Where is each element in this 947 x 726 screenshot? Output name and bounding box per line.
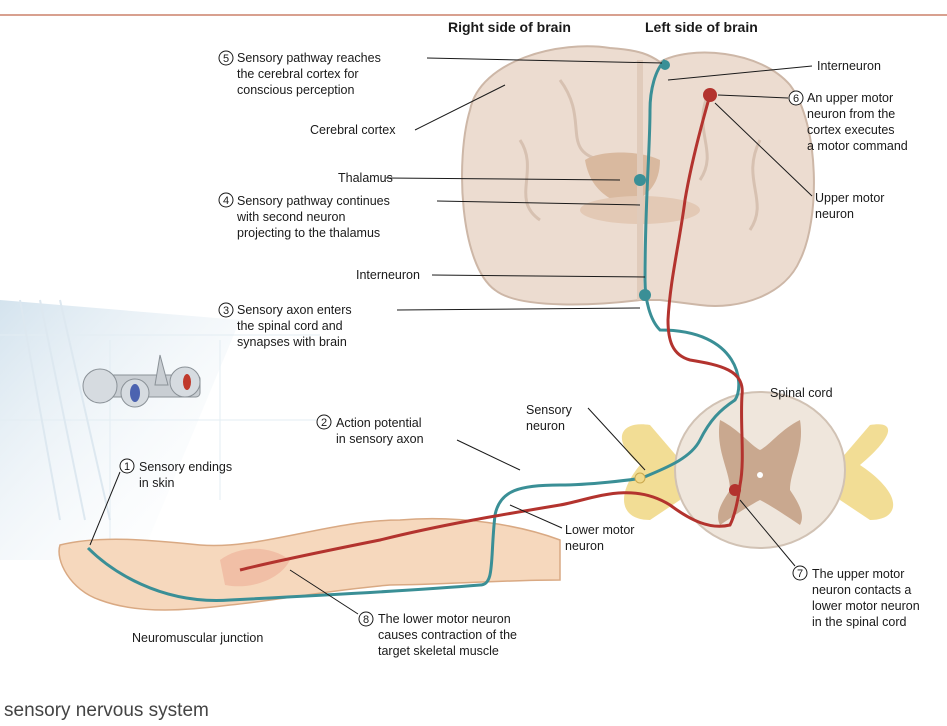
step-7-number: 7 [797,568,803,580]
header-right-side-of-brain: Right side of brain [448,19,571,35]
step-7-line-4: in the spinal cord [812,615,907,629]
sensory-pathway-diagram: Right side of brain Left side of brain 5… [0,0,947,690]
label-neuromuscular-junction: Neuromuscular junction [132,631,263,645]
step-6-number: 6 [793,93,799,105]
label-lower-motor-neuron-1: Lower motor [565,523,634,537]
step-1-line-1: Sensory endings [139,460,232,474]
label-cerebral-cortex: Cerebral cortex [310,123,396,137]
step-6-line-2: neuron from the [807,107,895,121]
step-6-line-4: a motor command [807,139,908,153]
step-1-line-2: in skin [139,476,174,490]
step-4-number: 4 [223,195,229,207]
step-6-line-3: cortex executes [807,123,895,137]
step-3-line-3: synapses with brain [237,335,347,349]
label-upper-motor-neuron-2: neuron [815,207,854,221]
label-interneuron-cortex: Interneuron [817,59,881,73]
callout-step-2: 2 Action potential in sensory axon [317,415,520,470]
step-7-line-2: neuron contacts a [812,583,911,597]
callout-step-3: 3 Sensory axon enters the spinal cord an… [219,303,640,349]
label-spinal-cord: Spinal cord [770,386,833,400]
step-2-line-2: in sensory axon [336,432,424,446]
label-sensory-neuron-2: neuron [526,419,565,433]
step-2-number: 2 [321,417,327,429]
step-4-line-1: Sensory pathway continues [237,194,390,208]
step-7-line-3: lower motor neuron [812,599,920,613]
step-3-line-2: the spinal cord and [237,319,343,333]
step-5-line-2: the cerebral cortex for [237,67,359,81]
label-lower-motor-neuron-2: neuron [565,539,604,553]
step-8-line-1: The lower motor neuron [378,612,511,626]
step-5-line-1: Sensory pathway reaches [237,51,381,65]
step-3-line-1: Sensory axon enters [237,303,352,317]
step-6-line-1: An upper motor [807,91,893,105]
step-8-line-3: target skeletal muscle [378,644,499,658]
label-thalamus: Thalamus [338,171,393,185]
step-8-line-2: causes contraction of the [378,628,517,642]
step-5-line-3: conscious perception [237,83,354,97]
step-8-number: 8 [363,614,369,626]
label-sensory-neuron-1: Sensory [526,403,573,417]
step-4-line-3: projecting to the thalamus [237,226,380,240]
step-5-number: 5 [223,53,229,65]
step-7-line-1: The upper motor [812,567,904,581]
header-left-side-of-brain: Left side of brain [645,19,758,35]
step-2-line-1: Action potential [336,416,421,430]
label-upper-motor-neuron-1: Upper motor [815,191,884,205]
label-interneuron-spinal: Interneuron [356,268,420,282]
image-caption: sensory nervous system [4,700,209,722]
step-3-number: 3 [223,305,229,317]
step-4-line-2: with second neuron [236,210,345,224]
step-1-number: 1 [124,461,130,473]
